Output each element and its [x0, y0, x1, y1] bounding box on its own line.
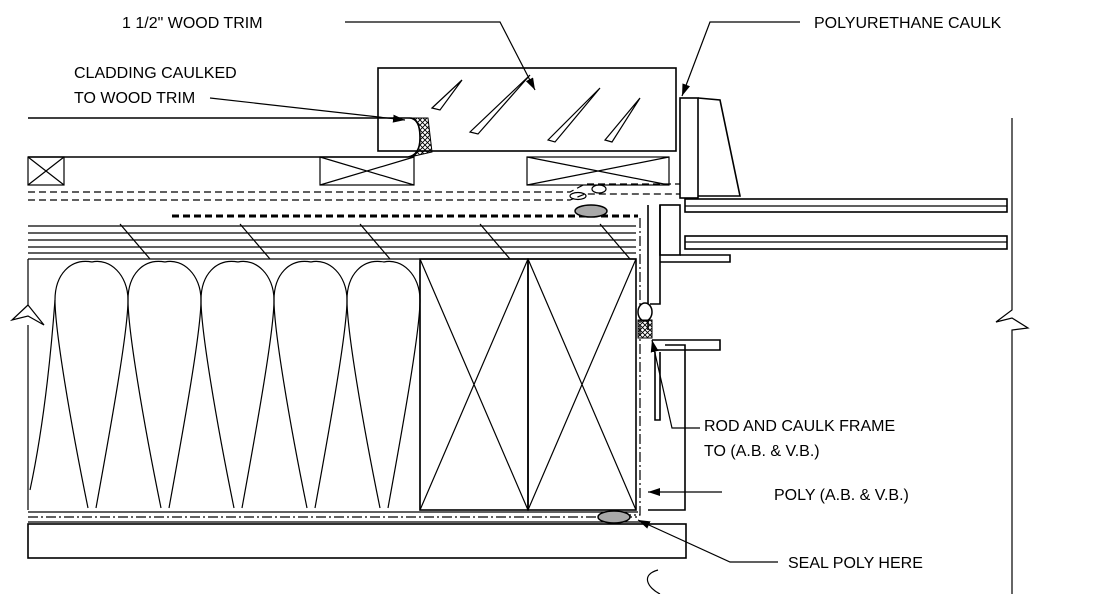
furring-strips: [27, 156, 670, 186]
glazing-units: [684, 198, 1008, 250]
leader-lines: [209, 21, 800, 563]
wood-trim: [377, 67, 677, 152]
break-lines: [646, 118, 1030, 594]
sheathing: [28, 223, 636, 260]
label-rod-and-caulk-line2: TO (A.B. & V.B.): [704, 443, 820, 460]
air-barrier-membrane: [28, 183, 680, 218]
poly-seal: [597, 510, 631, 524]
label-rod-and-caulk-line1: ROD AND CAULK FRAME: [704, 418, 895, 435]
label-wood-trim: 1 1/2" WOOD TRIM: [122, 15, 263, 32]
batt-insulation: [9, 259, 421, 510]
label-seal-poly: SEAL POLY HERE: [788, 555, 923, 572]
label-cladding-caulked-line2: TO WOOD TRIM: [74, 90, 195, 107]
label-poly: POLY (A.B. & V.B.): [774, 487, 909, 504]
frame-caulk-bead: [637, 319, 653, 339]
label-cladding-caulked-line1: CLADDING CAULKED: [74, 65, 237, 82]
backer-rod: [637, 302, 653, 322]
framing-studs: [419, 258, 637, 511]
backer-rod-seal-top: [574, 204, 608, 218]
interior-finish: [27, 511, 687, 559]
label-polyurethane-caulk: POLYURETHANE CAULK: [814, 15, 1002, 32]
exterior-cladding: [28, 117, 421, 158]
